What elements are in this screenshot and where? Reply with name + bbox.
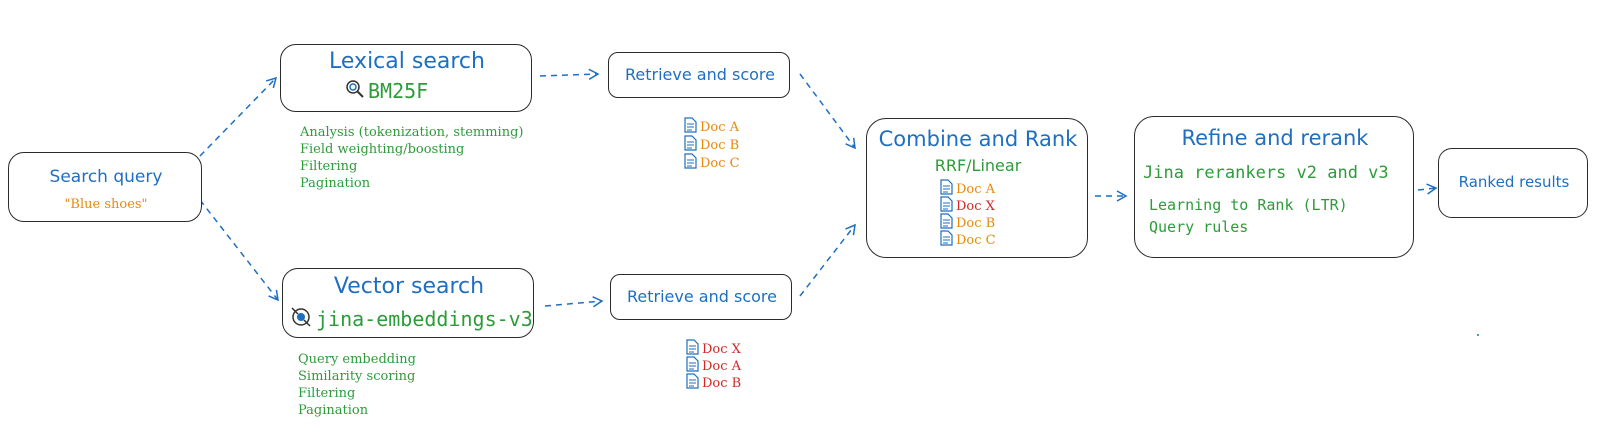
doc-list-item: Doc C — [684, 153, 740, 174]
document-icon — [940, 196, 956, 217]
doc-label: Doc B — [700, 138, 740, 153]
document-icon — [684, 135, 700, 156]
magnifier-icon — [345, 79, 365, 103]
doc-label: Doc C — [956, 233, 996, 248]
doc-label: Doc B — [702, 376, 742, 391]
lexical-search-box: Lexical search BM25F — [280, 44, 532, 112]
document-icon — [684, 153, 700, 174]
retrieve-score-bottom-label: Retrieve and score — [627, 287, 777, 306]
arrow-retrieve-bottom-to-combine — [799, 223, 856, 297]
document-icon — [686, 373, 702, 394]
vector-search-title: Vector search — [333, 274, 485, 299]
document-icon — [940, 179, 956, 200]
lexical-search-title: Lexical search — [329, 49, 485, 74]
refine-rerankers-line: Jina rerankers v2 and v3 — [1143, 163, 1389, 183]
search-query-value: "Blue shoes" — [64, 197, 148, 212]
embedding-target-icon — [290, 306, 312, 332]
ranked-results-title: Ranked results — [1458, 173, 1570, 191]
combine-rank-title: Combine and Rank — [878, 127, 1078, 151]
lexical-engine-row: BM25F — [345, 79, 428, 103]
lexical-engine-label: BM25F — [368, 79, 429, 103]
refine-query-rules-line: Query rules — [1149, 218, 1249, 236]
doc-list-item: Doc B — [684, 135, 739, 156]
lexical-feature-2: Field weighting/boosting — [300, 142, 465, 157]
retrieve-score-top-label: Retrieve and score — [625, 65, 775, 84]
retrieve-score-bottom-box: Retrieve and score — [610, 274, 792, 320]
doc-list-item: Doc A — [686, 356, 741, 377]
doc-label: Doc C — [700, 156, 740, 171]
arrow-refine-to-ranked — [1417, 183, 1438, 195]
lexical-feature-4: Pagination — [300, 176, 371, 191]
refine-ltr-line: Learning to Rank (LTR) — [1149, 196, 1348, 214]
vector-feature-3: Filtering — [298, 386, 356, 401]
combine-rank-method: RRF/Linear — [934, 156, 1022, 175]
document-icon — [686, 339, 702, 360]
lexical-feature-1: Analysis (tokenization, stemming) — [300, 125, 524, 140]
search-query-box: Search query "Blue shoes" — [8, 152, 202, 222]
vector-search-box: Vector search jina-embeddings-v3 — [282, 268, 534, 338]
vector-engine-row: jina-embeddings-v3 — [290, 306, 533, 332]
arrow-retrieve-top-to-combine — [799, 73, 856, 150]
refine-rerank-box: Refine and rerank Jina rerankers v2 and … — [1134, 116, 1414, 258]
vector-engine-label: jina-embeddings-v3 — [316, 307, 533, 331]
combine-rank-box: Combine and Rank RRF/Linear — [866, 118, 1088, 258]
doc-label: Doc A — [700, 120, 740, 135]
doc-label: Doc X — [956, 199, 995, 214]
doc-list-item: Doc B — [940, 213, 995, 234]
vector-feature-2: Similarity scoring — [298, 369, 416, 384]
doc-list-item: Doc A — [940, 179, 995, 200]
arrow-query-to-lexical — [199, 76, 278, 157]
doc-label: Doc A — [702, 359, 742, 374]
document-icon — [940, 213, 956, 234]
doc-label: Doc X — [702, 342, 741, 357]
refine-rerank-title: Refine and rerank — [1181, 126, 1369, 150]
doc-list-item: Doc X — [686, 339, 741, 360]
doc-list-item: Doc B — [686, 373, 741, 394]
arrow-query-to-vector — [199, 199, 279, 302]
lexical-feature-3: Filtering — [300, 159, 358, 174]
retrieve-score-top-box: Retrieve and score — [608, 52, 790, 98]
doc-list-item: Doc A — [684, 117, 739, 138]
arrow-vector-to-retrieve — [544, 296, 604, 308]
doc-label: Doc A — [956, 182, 996, 197]
vector-feature-1: Query embedding — [298, 352, 416, 367]
arrow-lexical-to-retrieve — [539, 68, 600, 80]
ranked-results-box: Ranked results — [1438, 148, 1588, 218]
document-icon — [686, 356, 702, 377]
doc-list-item: Doc X — [940, 196, 995, 217]
document-icon — [940, 230, 956, 251]
doc-list-item: Doc C — [940, 230, 996, 251]
vector-feature-4: Pagination — [298, 403, 369, 418]
search-query-title: Search query — [49, 167, 163, 187]
doc-label: Doc B — [956, 216, 996, 231]
document-icon — [684, 117, 700, 138]
